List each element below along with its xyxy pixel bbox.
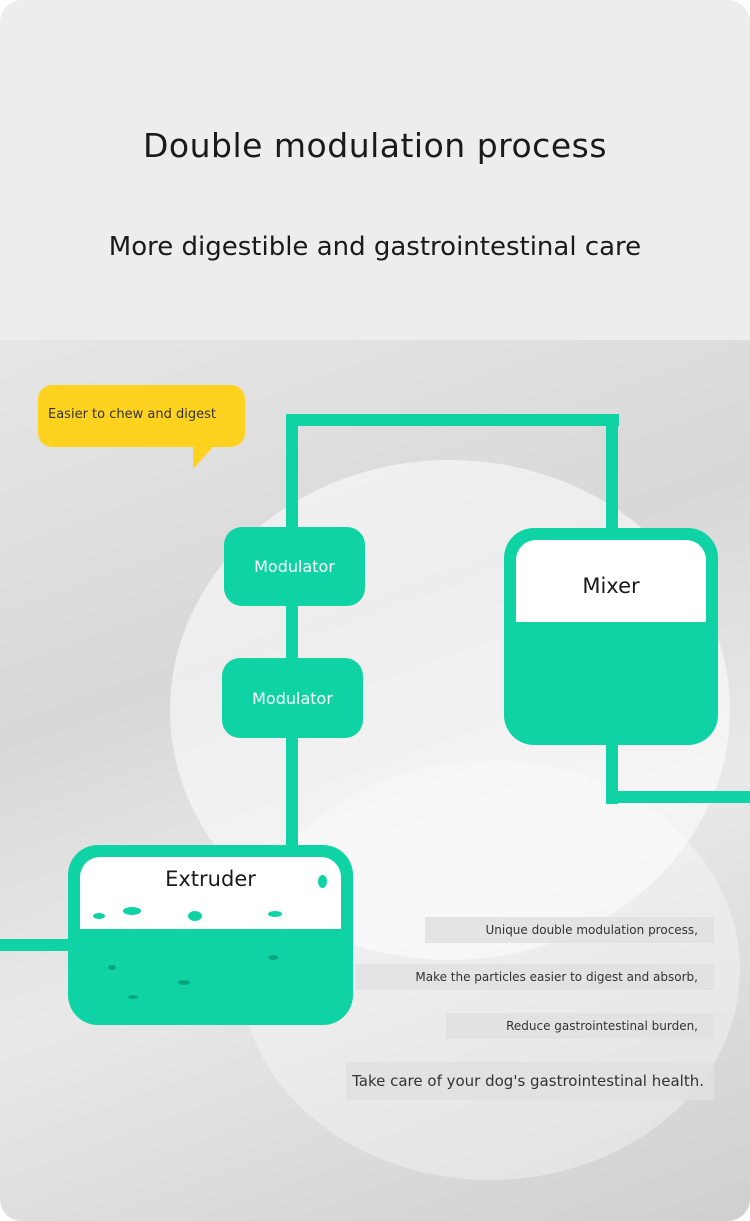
mixer-tank: Mixer [504, 528, 718, 745]
page-subtitle: More digestible and gastrointestinal car… [108, 232, 642, 262]
note-3: Reduce gastrointestinal burden, [446, 1013, 714, 1039]
pipe-right-exit [606, 791, 750, 803]
pipe-left-vertical [286, 414, 298, 854]
modulator-1: Modulator [224, 527, 365, 606]
callout-bubble: Easier to chew and digest [38, 385, 245, 469]
extruder-tank: Extruder [68, 845, 353, 1025]
note-4: Take care of your dog's gastrointestinal… [346, 1062, 714, 1100]
page-title: Double modulation process [142, 126, 608, 165]
pipe-right-vertical [606, 414, 618, 534]
pipe-mixer-out [606, 740, 618, 804]
pipe-extruder-out [0, 939, 72, 951]
modulator-1-label: Modulator [254, 557, 335, 576]
note-1: Unique double modulation process, [425, 917, 714, 943]
mixer-label: Mixer [582, 574, 640, 598]
pipe-top [286, 414, 619, 426]
modulator-2: Modulator [222, 658, 363, 738]
extruder-label: Extruder [165, 867, 256, 891]
note-2: Make the particles easier to digest and … [355, 964, 714, 990]
modulator-2-label: Modulator [252, 688, 333, 708]
callout-text: Easier to chew and digest [48, 407, 216, 422]
